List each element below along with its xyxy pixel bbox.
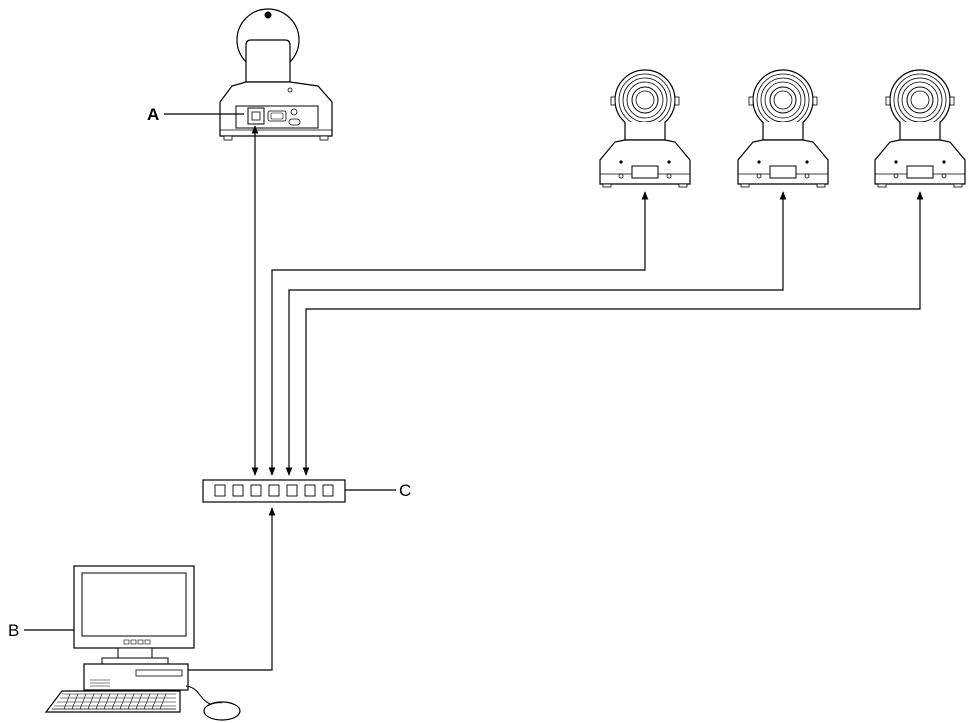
connection-lines bbox=[188, 125, 924, 671]
network-switch-icon bbox=[202, 479, 346, 503]
connection-remote-camera-2 bbox=[285, 191, 787, 476]
callouts: A C B bbox=[8, 105, 411, 640]
connection-remote-camera-3 bbox=[302, 191, 924, 476]
label-c: C bbox=[399, 481, 411, 500]
remote-camera-2-icon bbox=[737, 69, 829, 188]
computer-icon bbox=[44, 565, 241, 721]
label-b: B bbox=[8, 621, 19, 640]
label-a: A bbox=[147, 105, 159, 124]
main-camera-icon bbox=[219, 8, 333, 141]
remote-camera-1-icon bbox=[599, 69, 691, 188]
connection-computer bbox=[188, 507, 276, 671]
remote-camera-3-icon bbox=[874, 69, 966, 188]
connection-remote-camera-1 bbox=[268, 191, 649, 476]
